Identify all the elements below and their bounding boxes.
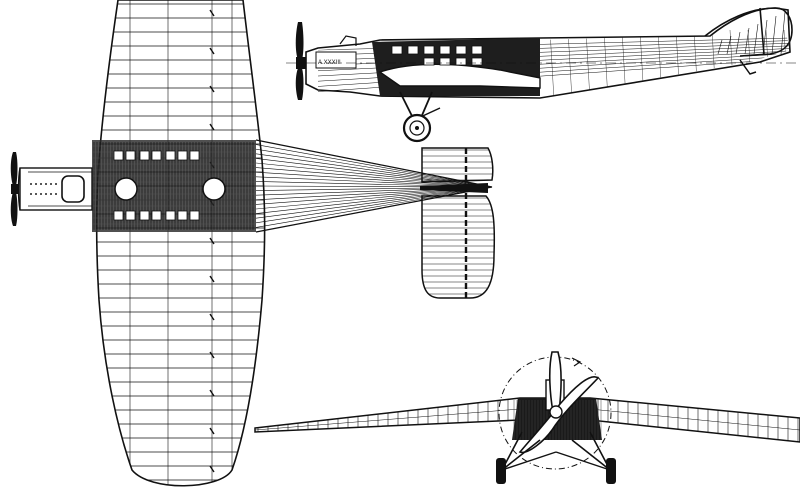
side-fin-rudder	[704, 7, 793, 57]
side-view: A.XXXIII	[286, 7, 800, 143]
cockpit-opening	[61, 175, 85, 203]
fin-lines	[717, 7, 786, 55]
front-propeller-blade-up	[548, 351, 562, 413]
wing-roundel-right	[202, 177, 226, 201]
main-wing-outline	[95, 0, 266, 487]
cabin-windows	[113, 150, 200, 221]
side-fuselage-outline	[305, 7, 791, 99]
side-landing-gear	[399, 91, 441, 143]
front-wheel-right	[606, 458, 616, 484]
front-view	[254, 351, 800, 484]
plan-view	[10, 0, 496, 487]
center-section-lines	[92, 142, 256, 231]
side-propeller	[295, 22, 306, 100]
wing-roundel-left	[114, 177, 138, 201]
plan-nose-section	[17, 167, 93, 211]
side-cabin-windows	[391, 45, 483, 66]
horizontal-stabilizer	[420, 147, 496, 299]
front-wheel-left	[496, 458, 506, 484]
plan-propeller	[10, 152, 19, 226]
front-landing-gear	[496, 431, 616, 484]
